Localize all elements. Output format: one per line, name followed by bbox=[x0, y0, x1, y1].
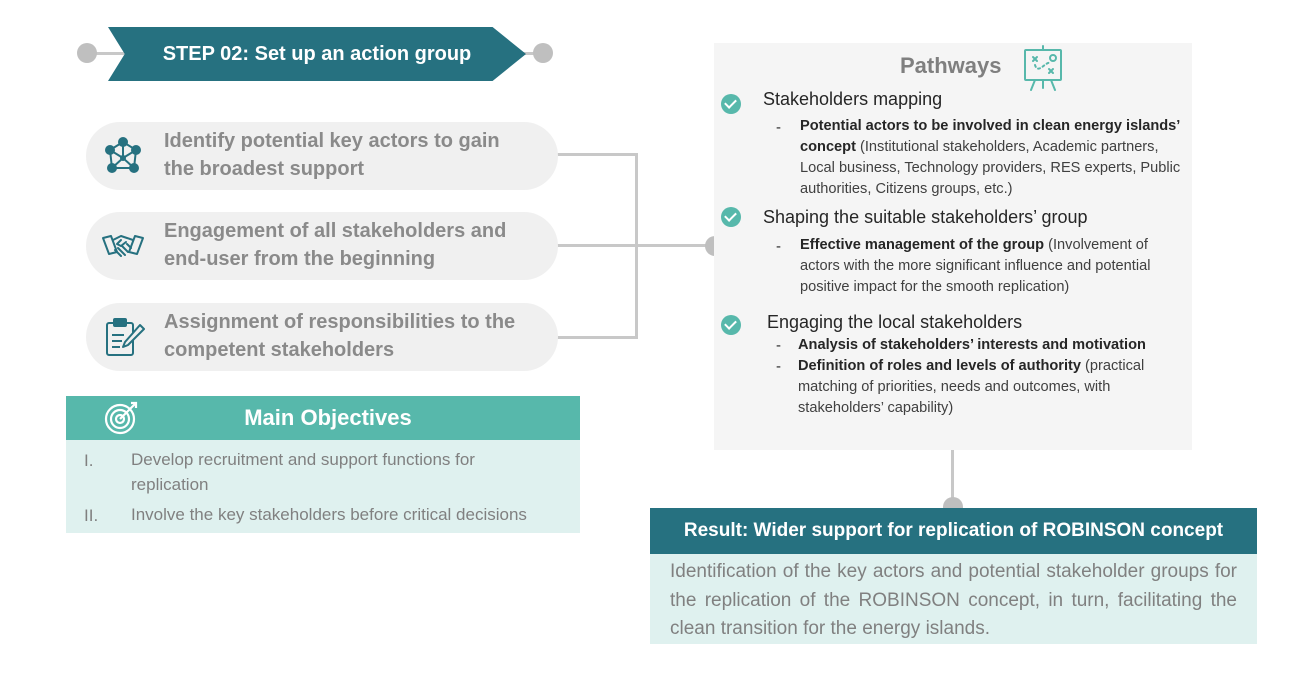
pathway-1-heading: Stakeholders mapping bbox=[763, 89, 943, 109]
action-2-line2: end-user from the beginning bbox=[164, 248, 436, 270]
action-3-line1: Assignment of responsibilities to the bbox=[164, 311, 516, 333]
pathway-3-heading: Engaging the local stakeholders bbox=[767, 312, 1023, 332]
pathway-3-item-1-bold: Analysis of stakeholders’ interests and … bbox=[798, 337, 1146, 353]
check-icon bbox=[721, 94, 741, 114]
pathway-1-item-1-dash: - bbox=[776, 119, 781, 136]
pathway-2-heading: Shaping the suitable stakeholders’ group bbox=[763, 207, 1088, 227]
check-icon bbox=[721, 207, 741, 227]
network-people-icon bbox=[105, 137, 141, 173]
pathways-box bbox=[714, 43, 1192, 450]
pathway-3-item-1-dash: - bbox=[776, 337, 781, 354]
clipboard-pen-icon bbox=[106, 318, 145, 356]
connector-bottom bbox=[556, 336, 638, 339]
pathway-1-item-1: Potential actors to be involved in clean… bbox=[800, 116, 1185, 200]
action-3-line2: competent stakeholders bbox=[164, 339, 395, 361]
result-text: Identification of the key actors and pot… bbox=[670, 561, 1237, 639]
objective-2-text: Involve the key stakeholders before crit… bbox=[131, 505, 527, 524]
objective-1-number: I. bbox=[84, 451, 94, 470]
handshake-icon bbox=[102, 235, 144, 257]
target-icon bbox=[104, 401, 138, 435]
action-pill-engagement: Engagement of all stakeholders and end-u… bbox=[86, 212, 558, 280]
pathway-2-item-1-bold: Effective management of the group bbox=[800, 237, 1045, 253]
banner-right-dot bbox=[533, 43, 553, 63]
banner-left-dot bbox=[77, 43, 97, 63]
pathway-2-item-1-rest: (Involvement of actors with the more sig… bbox=[800, 237, 1151, 295]
pathway-1-item-1-rest: (Institutional stakeholders, Academic pa… bbox=[800, 139, 1181, 197]
pathway-3-item-2-rest: (practical matching of priorities, needs… bbox=[798, 358, 1145, 416]
objective-1-line2: replication bbox=[131, 475, 209, 494]
action-1-line1: Identify potential key actors to gain bbox=[164, 130, 500, 152]
objective-1-text: Develop recruitment and support function… bbox=[131, 447, 475, 497]
strategy-board-icon bbox=[1024, 45, 1062, 91]
action-2-line1: Engagement of all stakeholders and bbox=[164, 220, 507, 242]
action-pill-key-actors: Identify potential key actors to gain th… bbox=[86, 122, 558, 190]
pathway-3-item-1: Analysis of stakeholders’ interests and … bbox=[798, 335, 1183, 356]
objectives-header bbox=[66, 396, 580, 440]
check-icon bbox=[721, 315, 741, 335]
pathway-1-item-1-bold: Potential actors to be involved in clean… bbox=[800, 118, 1180, 155]
objectives-body: I. Develop recruitment and support funct… bbox=[66, 440, 580, 533]
pathway-3-item-2-dash: - bbox=[776, 358, 781, 375]
pathway-3-item-2: Definition of roles and levels of author… bbox=[798, 356, 1173, 419]
pathway-2-item-1-dash: - bbox=[776, 238, 781, 255]
connector-vertical bbox=[635, 153, 638, 339]
connector-top bbox=[556, 153, 638, 156]
result-header bbox=[650, 508, 1257, 554]
result-title: Result: Wider support for replication of… bbox=[683, 520, 1224, 541]
step-banner bbox=[108, 27, 526, 81]
result-connector-line bbox=[951, 450, 954, 506]
action-pill-assignment: Assignment of responsibilities to the co… bbox=[86, 303, 558, 371]
step-title: STEP 02: Set up an action group bbox=[162, 43, 472, 65]
result-body bbox=[650, 554, 1257, 644]
pathways-title: Pathways bbox=[900, 53, 1002, 78]
objective-1-line1: Develop recruitment and support function… bbox=[131, 450, 475, 469]
pathway-2-item-1: Effective management of the group (Invol… bbox=[800, 235, 1185, 298]
objectives-title: Main Objectives bbox=[244, 405, 412, 430]
pathway-3-item-2-bold: Definition of roles and levels of author… bbox=[798, 358, 1081, 374]
objective-2-number: II. bbox=[84, 506, 99, 525]
action-1-line2: the broadest support bbox=[164, 158, 365, 180]
